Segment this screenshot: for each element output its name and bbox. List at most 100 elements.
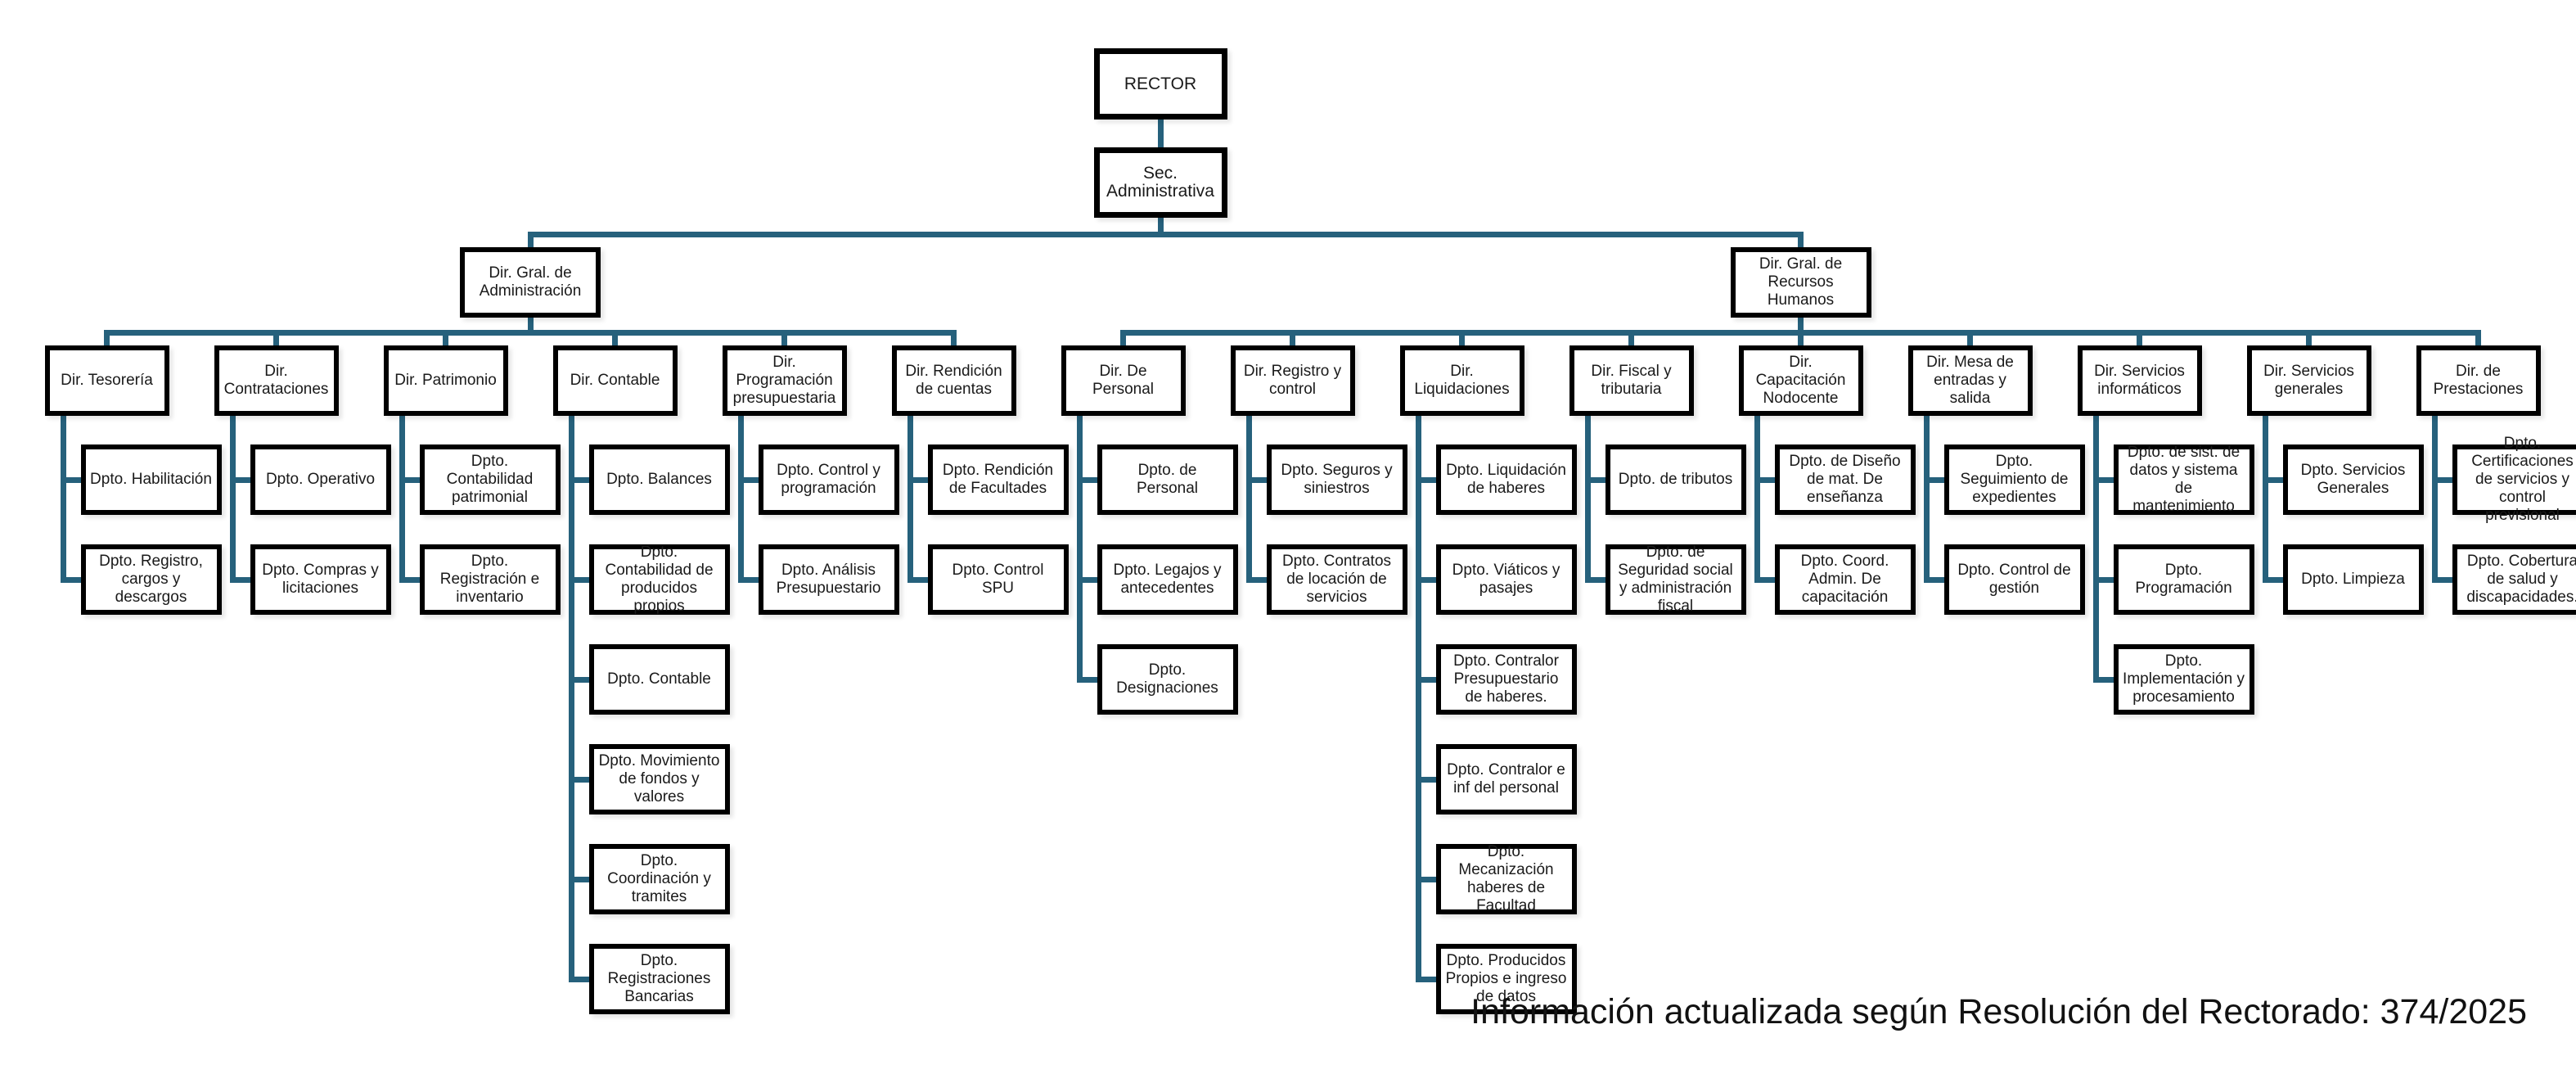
connector-line [737,576,759,583]
department-dpto-producidos-propios-e-ingreso-de-datos: Dpto. Producidos Propios e ingreso de da… [1435,944,1577,1014]
connector-line [737,416,744,583]
department-dpto-control-de-gestion: Dpto. Control de gestión [1943,544,2085,615]
connector-line [1157,218,1164,237]
direction-dir-registro-y-control: Dir. Registro y control [1230,345,1355,416]
department-dpto-coordinacion-y-tramites: Dpto. Coordinación y tramites [588,844,730,914]
department-dpto-contralor-e-inf-del-personal: Dpto. Contralor e inf del personal [1435,744,1577,814]
connector-line [568,776,589,783]
connector-line [399,476,420,483]
department-dpto-de-seguridad-social-y-administracion-fiscal: Dpto. de Seguridad social y administraci… [1605,544,1746,615]
direction-dir-capacitacion-nodocente: Dir. Capacitación Nodocente [1738,345,1863,416]
connector-line [2262,576,2283,583]
connector-line [1754,576,1775,583]
connector-line [104,330,957,336]
connector-line [568,476,589,483]
connector-line [2092,476,2114,483]
department-dpto-control-spu: Dpto. Control SPU [927,544,1069,615]
department-dpto-de-personal: Dpto. de Personal [1097,444,1238,515]
connector-line [1754,416,1760,583]
connector-line [568,576,589,583]
department-dpto-contralor-presupuestario-de-haberes: Dpto. Contralor Presupuestario de habere… [1435,644,1577,715]
direction-dir-contrataciones: Dir. Contrataciones [214,345,339,416]
connector-line [1415,976,1436,982]
connector-line [907,416,913,583]
connector-line [399,416,405,583]
connector-line [568,676,589,683]
direction-dir-rendicion-de-cuentas: Dir. Rendición de cuentas [891,345,1016,416]
connector-line [2092,676,2114,683]
department-dpto-cobertura-de-salud-y-discapacidades: Dpto. Cobertura de salud y discapacidade… [2452,544,2576,615]
connector-line [1076,416,1083,683]
connector-line [2431,576,2452,583]
connector-line [951,330,957,345]
connector-line [568,976,589,982]
department-dpto-certificaciones-de-servicios-y-control-previsional: Dpto. Certificaciones de servicios y con… [2452,435,2576,524]
connector-line [2262,416,2268,583]
connector-line [568,876,589,882]
connector-line [229,476,250,483]
direction-dir-contable: Dir. Contable [552,345,678,416]
department-dpto-de-diseno-de-mat-de-ensenanza: Dpto. de Diseño de mat. De enseñanza [1774,444,1916,515]
connector-line [1923,416,1930,583]
connector-line [1415,876,1436,882]
connector-line [1798,318,1804,336]
department-dpto-coord-admin-de-capacitacion: Dpto. Coord. Admin. De capacitación [1774,544,1916,615]
department-dpto-seguros-y-siniestros: Dpto. Seguros y siniestros [1266,444,1407,515]
department-dpto-programacion: Dpto. Programación [2113,544,2254,615]
connector-line [1628,330,1634,345]
connector-line [399,576,420,583]
direction-dir-patrimonio: Dir. Patrimonio [383,345,508,416]
connector-line [527,232,1804,237]
department-dpto-implementacion-y-procesamiento: Dpto. Implementación y procesamiento [2113,644,2254,715]
connector-line [1798,330,1804,345]
department-dpto-registraciones-bancarias: Dpto. Registraciones Bancarias [588,944,730,1014]
connector-line [737,476,759,483]
department-dpto-contable: Dpto. Contable [588,644,730,715]
connector-line [1157,120,1164,147]
direction-dir-de-prestaciones: Dir. de Prestaciones [2416,345,2541,416]
connector-line [1415,476,1436,483]
connector-line [1245,476,1267,483]
connector-line [1584,576,1605,583]
connector-line [60,576,81,583]
department-dpto-balances: Dpto. Balances [588,444,730,515]
connector-line [1459,330,1465,345]
department-dpto-registracion-e-inventario: Dpto. Registración e inventario [419,544,561,615]
connector-line [1245,576,1267,583]
connector-line [1584,476,1605,483]
department-dpto-seguimiento-de-expedientes: Dpto. Seguimiento de expedientes [1943,444,2085,515]
branch-dir-gral-de-recursos-humanos: Dir. Gral. de Recursos Humanos [1730,247,1871,318]
connector-line [1967,330,1973,345]
connector-line [1923,576,1944,583]
department-dpto-registro-cargos-y-descargos: Dpto. Registro, cargos y descargos [80,544,222,615]
connector-line [2431,416,2438,583]
connector-line [2092,576,2114,583]
connector-line [1290,330,1295,345]
connector-line [2475,330,2481,345]
connector-line [60,416,66,583]
connector-line [1245,416,1252,583]
direction-dir-de-personal: Dir. De Personal [1061,345,1186,416]
direction-dir-mesa-de-entradas-y-salida: Dir. Mesa de entradas y salida [1907,345,2033,416]
connector-line [612,330,618,345]
department-dpto-servicios-generales: Dpto. Servicios Generales [2282,444,2424,515]
department-dpto-mecanizacion-haberes-de-facultad: Dpto. Mecanización haberes de Facultad [1435,843,1577,914]
connector-line [527,232,534,247]
direction-dir-tesoreria: Dir. Tesorería [44,345,169,416]
department-dpto-contratos-de-locacion-de-servicios: Dpto. Contratos de locación de servicios [1266,544,1407,615]
connector-line [1584,416,1591,583]
connector-line [60,476,81,483]
department-dpto-de-tributos: Dpto. de tributos [1605,444,1746,515]
department-dpto-contabilidad-patrimonial: Dpto. Contabilidad patrimonial [419,444,561,515]
connector-line [1415,416,1421,982]
connector-line [781,330,787,345]
department-dpto-rendicion-de-facultades: Dpto. Rendición de Facultades [927,444,1069,515]
department-dpto-habilitacion: Dpto. Habilitación [80,444,222,515]
connector-line [1076,576,1097,583]
department-dpto-analisis-presupuestario: Dpto. Análisis Presupuestario [758,544,899,615]
branch-dir-gral-de-administracion: Dir. Gral. de Administración [460,247,601,318]
connector-line [2137,330,2142,345]
department-dpto-viaticos-y-pasajes: Dpto. Viáticos y pasajes [1435,544,1577,615]
direction-dir-fiscal-y-tributaria: Dir. Fiscal y tributaria [1569,345,1694,416]
connector-line [568,416,574,982]
